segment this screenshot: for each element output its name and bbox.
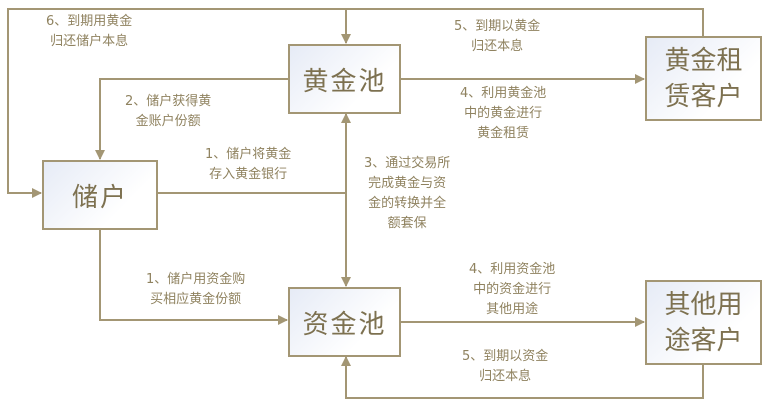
- label-step4-fund: 4、利用资金池 中的资金进行 其他用途: [469, 262, 556, 317]
- label-step3: 3、通过交易所 完成黄金与资 金的转换并全 额套保: [364, 156, 451, 231]
- node-other-client: 其他用途客户: [645, 280, 762, 365]
- label-step2: 2、储户获得黄 金账户份额: [125, 94, 212, 129]
- edge-step5-fund: [341, 356, 704, 399]
- label-step6: 6、到期用黄金 归还储户本息: [46, 14, 133, 49]
- node-gold-lease-client: 黄金租赁客户: [645, 36, 762, 121]
- label-step1-deposit: 1、储户将黄金 存入黄金银行: [205, 147, 292, 182]
- edge-step2: [95, 78, 288, 160]
- label-step1-buy: 1、储户用资金购 买相应黄金份额: [146, 272, 246, 307]
- node-gold-pool: 黄金池: [288, 44, 401, 114]
- edge-step6: [7, 8, 704, 198]
- node-depositor: 储户: [42, 160, 158, 230]
- edge-step1-buy: [99, 229, 288, 325]
- label-step5-gold: 5、到期以黄金 归还本息: [454, 19, 541, 54]
- node-fund-pool: 资金池: [288, 287, 401, 357]
- label-step5-fund: 5、到期以资金 归还本息: [462, 349, 549, 384]
- label-step4-gold: 4、利用黄金池 中的黄金进行 黄金租赁: [460, 86, 547, 141]
